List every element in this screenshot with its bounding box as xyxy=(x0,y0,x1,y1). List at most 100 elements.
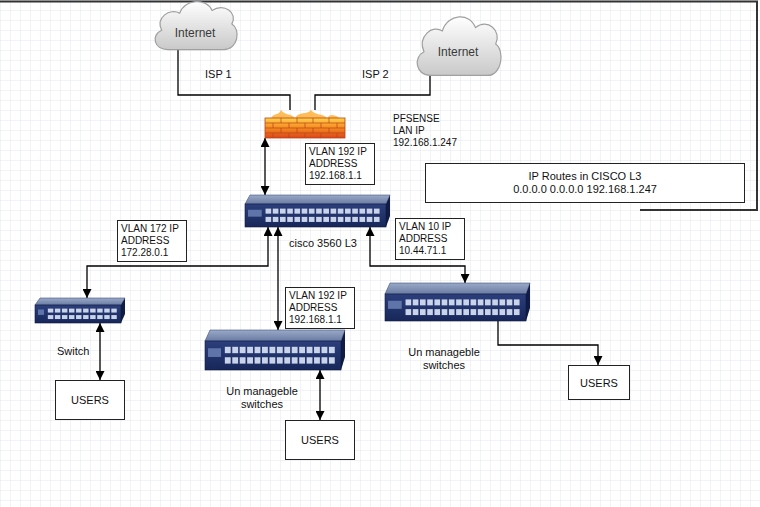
brick-joint xyxy=(281,118,282,123)
switch-port xyxy=(463,309,469,315)
switch-front xyxy=(385,294,526,321)
link-label: ISP 2 xyxy=(362,68,389,81)
switch-port xyxy=(247,347,253,353)
users-box: USERS xyxy=(285,420,355,460)
switch-port xyxy=(309,217,315,222)
cloud-shape xyxy=(150,0,240,50)
switch-port xyxy=(104,315,109,319)
vlan-label: VLAN 172 IP ADDRESS 172.28.0.1 xyxy=(121,223,183,259)
switch-port xyxy=(83,309,88,313)
switch-port xyxy=(104,309,109,313)
switch-port xyxy=(280,217,286,222)
switch-label: cisco 3560 L3 xyxy=(289,237,357,250)
network-link xyxy=(315,76,430,110)
unmanaged-switch: Un manageble switches xyxy=(385,283,530,321)
switch-port xyxy=(277,347,283,353)
switch-port xyxy=(434,299,440,305)
switch-port xyxy=(514,309,520,315)
switch-port xyxy=(314,357,320,363)
internet-cloud: Internet xyxy=(150,0,240,50)
switch-port xyxy=(499,299,505,305)
switch-port xyxy=(463,299,469,305)
switch-port xyxy=(406,299,412,305)
page-border xyxy=(0,2,757,211)
switch-port xyxy=(266,209,272,214)
firewall-icon xyxy=(265,110,345,138)
switch-port xyxy=(345,217,351,222)
route-text: 0.0.0.0 0.0.0.0 192.168.1.247 xyxy=(513,183,657,196)
switch-port xyxy=(331,209,337,214)
switch-port xyxy=(478,309,484,315)
switch-side xyxy=(121,298,125,323)
users-box: USERS xyxy=(568,365,630,400)
brick-joint xyxy=(289,123,290,128)
switch-port xyxy=(255,347,261,353)
switch-port xyxy=(359,217,365,222)
route-box: IP Routes in CISCO L30.0.0.0 0.0.0.0 192… xyxy=(425,163,745,203)
firewall-label: PFSENSE LAN IP 192.168.1.247 xyxy=(393,113,455,149)
brick-joint xyxy=(329,118,330,123)
switch-port xyxy=(273,217,279,222)
switch-side xyxy=(386,195,390,227)
switch-port xyxy=(499,309,505,315)
switch-port xyxy=(309,209,315,214)
switch-port xyxy=(55,309,60,313)
switch-port xyxy=(321,347,327,353)
switch-port xyxy=(321,357,327,363)
switch-badge xyxy=(208,348,221,357)
switch-port xyxy=(427,309,433,315)
switch-port xyxy=(277,357,283,363)
switch-icon xyxy=(385,283,530,321)
cloud-label: Internet xyxy=(150,27,240,39)
brick-joint xyxy=(289,133,290,138)
link-label: ISP 1 xyxy=(205,68,232,81)
switch-label: Un manageble switches xyxy=(223,385,301,411)
switch-port xyxy=(284,357,290,363)
users-label: USERS xyxy=(71,394,109,406)
switch-port xyxy=(76,315,81,319)
switch-port xyxy=(225,357,231,363)
switch-port xyxy=(485,309,491,315)
switch-port xyxy=(302,209,308,214)
brick-joint xyxy=(321,123,322,128)
unmanaged-switch: Un manageble switches xyxy=(205,330,345,370)
switch-port xyxy=(442,309,448,315)
switch-port xyxy=(413,309,419,315)
users-label: USERS xyxy=(301,434,339,446)
switch-port xyxy=(434,309,440,315)
switch-port xyxy=(111,315,116,319)
network-link xyxy=(277,227,278,330)
internet-cloud: Internet xyxy=(412,10,504,76)
access-switch: Switch xyxy=(35,298,125,323)
vlan-box: VLAN 10 IP ADDRESS 10.44.71.1 xyxy=(395,218,465,260)
switch-port xyxy=(269,357,275,363)
switch-port xyxy=(314,347,320,353)
switch-port xyxy=(471,309,477,315)
switch-top xyxy=(245,195,390,204)
brick-joint xyxy=(297,118,298,123)
switch-port xyxy=(83,315,88,319)
brick-joint xyxy=(281,128,282,133)
switch-badge xyxy=(388,301,402,309)
switch-port xyxy=(492,299,498,305)
switch-port xyxy=(449,299,455,305)
switch-port xyxy=(345,209,351,214)
switch-icon xyxy=(245,195,390,227)
switch-top xyxy=(385,283,530,294)
switch-port xyxy=(294,217,300,222)
switch-port xyxy=(97,309,102,313)
brick-joint xyxy=(305,123,306,128)
switch-port xyxy=(48,315,53,319)
switch-port xyxy=(62,309,67,313)
switch-port xyxy=(273,209,279,214)
switch-port xyxy=(374,217,380,222)
switch-port xyxy=(55,315,60,319)
switch-port xyxy=(69,315,74,319)
switch-port xyxy=(427,299,433,305)
switch-port xyxy=(280,209,286,214)
brick-joint xyxy=(297,128,298,133)
network-link xyxy=(99,323,100,380)
switch-port xyxy=(485,299,491,305)
users-label: USERS xyxy=(580,377,618,389)
